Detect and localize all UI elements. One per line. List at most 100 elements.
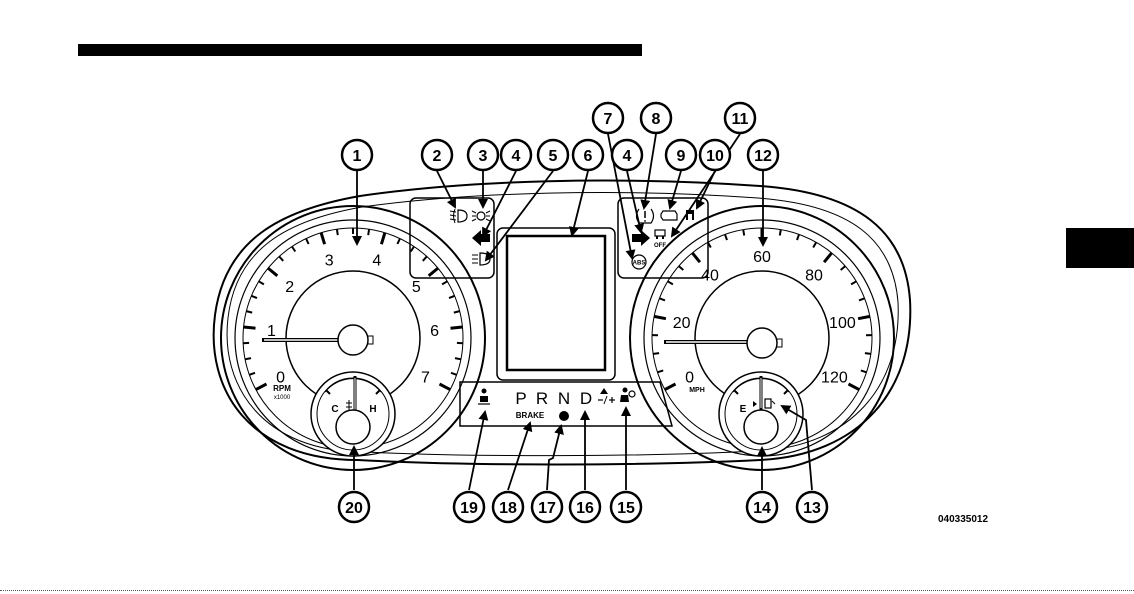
tachometer-minor-tick: [251, 296, 257, 298]
brake-indicator-dot: [559, 411, 569, 421]
callout-15: 15: [611, 492, 641, 522]
speedometer-minor-tick: [743, 230, 744, 236]
tachometer-minor-tick: [306, 239, 309, 245]
svg-text:10: 10: [706, 148, 724, 165]
tachometer-minor-tick: [397, 239, 400, 245]
speedometer-minor-tick: [841, 266, 846, 270]
speedometer-label: 60: [753, 249, 771, 266]
speedometer-label: 80: [805, 268, 823, 285]
callout-16: 16: [570, 492, 600, 522]
tachometer-minor-tick: [455, 358, 461, 359]
svg-text:15: 15: [617, 500, 635, 517]
tachometer-major-tick: [429, 268, 438, 276]
callout-18: 18: [493, 492, 523, 522]
speedometer-major-tick: [665, 384, 676, 390]
tachometer-major-tick: [268, 268, 277, 276]
callout-5: 5: [538, 140, 568, 170]
callout-4: 4: [612, 140, 642, 170]
speedometer-minor-tick: [653, 353, 659, 354]
gear-label-p: P: [515, 389, 526, 408]
callout-17: 17: [532, 492, 562, 522]
svg-text:17: 17: [538, 500, 556, 517]
svg-text:9: 9: [677, 148, 686, 165]
tachometer-minor-tick: [292, 247, 295, 252]
airbag-warning-icon: [620, 388, 635, 403]
tachometer-label: 2: [285, 279, 294, 296]
svg-text:2: 2: [433, 148, 442, 165]
tachometer-label: 6: [430, 323, 439, 340]
svg-text:11: 11: [732, 111, 749, 128]
tachometer-ticks: [243, 228, 463, 390]
tachometer-major-tick: [440, 384, 451, 390]
tachometer-label: 4: [372, 253, 381, 270]
callout-9: 9: [666, 140, 696, 170]
speedometer-major-tick: [654, 316, 666, 318]
svg-text:6: 6: [584, 148, 593, 165]
tachometer-label: 5: [412, 279, 421, 296]
center-display-bezel: [497, 228, 615, 380]
tachometer-label: 7: [421, 370, 430, 387]
callout-4: 4: [501, 140, 531, 170]
tachometer-major-tick: [244, 327, 256, 328]
left-turn-signal-icon: [472, 230, 490, 246]
speedometer-minor-tick: [851, 281, 856, 284]
esc-off-icon: OFF: [654, 230, 666, 249]
tachometer-hub: [338, 325, 368, 355]
speedometer-minor-tick: [813, 242, 816, 247]
tachometer-minor-tick: [454, 311, 460, 313]
svg-text:20: 20: [345, 500, 363, 517]
tachometer-minor-tick: [411, 247, 414, 252]
speedometer-minor-tick: [668, 281, 673, 284]
callout-12: 12: [748, 140, 778, 170]
svg-text:8: 8: [652, 111, 661, 128]
fuel-gauge: E: [719, 372, 803, 456]
tachometer-major-tick: [321, 233, 325, 245]
callout-7: 7: [593, 103, 623, 133]
gear-label-r: R: [536, 389, 548, 408]
tachometer-minor-tick: [449, 296, 455, 298]
svg-text:19: 19: [460, 500, 478, 517]
svg-text:13: 13: [803, 500, 821, 517]
tachometer-minor-tick: [259, 281, 264, 284]
front-fog-light-icon: [450, 209, 467, 223]
speedometer-minor-tick: [780, 230, 781, 236]
abs-warning-icon: ABS: [632, 255, 646, 269]
parking-lights-icon: [472, 211, 490, 221]
speedometer-label: 0: [685, 370, 694, 387]
speedometer-label: 40: [701, 268, 719, 285]
temperature-gauge-hub: [336, 410, 370, 444]
speedometer-minor-tick: [797, 234, 799, 240]
svg-text:4: 4: [623, 148, 632, 165]
callout-20: 20: [339, 492, 369, 522]
speedometer-major-tick: [858, 316, 870, 318]
speedometer-major-tick: [824, 253, 832, 262]
gear-label-d: D: [580, 389, 592, 408]
right-turn-signal-icon: [632, 230, 650, 246]
tachometer-minor-tick: [246, 311, 252, 313]
speedometer-minor-tick: [658, 370, 664, 372]
callout-19: 19: [454, 492, 484, 522]
fuel-empty-label: E: [740, 404, 747, 415]
callout-1: 1: [342, 140, 372, 170]
callout-10: 10: [700, 140, 730, 170]
speedometer-hub: [747, 328, 777, 358]
tachometer-major-tick: [451, 327, 463, 328]
speedometer-minor-tick: [679, 266, 684, 270]
tachometer-minor-tick: [423, 256, 427, 261]
speedometer-unit: MPH: [689, 387, 705, 394]
seat-belt-icon: [478, 389, 490, 405]
callout-3: 3: [468, 140, 498, 170]
speedometer-minor-tick: [659, 298, 665, 300]
gear-label-n: N: [558, 389, 570, 408]
brake-label: BRAKE: [516, 411, 545, 420]
abs-label: ABS: [633, 261, 646, 267]
tachometer-major-tick: [381, 233, 385, 245]
tachometer-multiplier: x1000: [274, 395, 291, 401]
esc-off-label: OFF: [654, 243, 666, 249]
speedometer-minor-tick: [725, 234, 727, 240]
svg-text:14: 14: [753, 500, 771, 517]
callout-11: 11: [725, 103, 755, 133]
svg-text:12: 12: [754, 148, 772, 165]
tachometer-label: 3: [325, 253, 334, 270]
